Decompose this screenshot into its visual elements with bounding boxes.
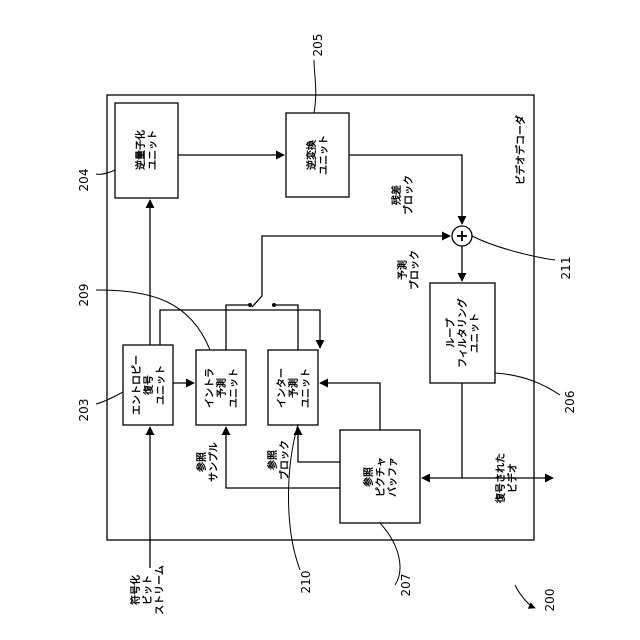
frame-title: ビデオデコーダ (514, 115, 527, 185)
buffer-to-inter-arrow (320, 383, 380, 430)
ref-block-arrow (298, 427, 340, 462)
inter-to-switch-wire (276, 305, 298, 350)
leader-204 (96, 170, 115, 174)
leader-203 (96, 392, 123, 404)
entropy-to-inter-arrow (160, 310, 320, 348)
ref-204: 204 (77, 169, 91, 192)
adder-plus-sign: + (455, 226, 468, 245)
ref-209: 209 (77, 284, 91, 307)
leader-200 (515, 585, 535, 608)
intra-to-switch-wire (226, 305, 248, 350)
ref-205: 205 (311, 34, 325, 57)
mode-switch (252, 296, 262, 307)
switch-node-left (248, 303, 252, 307)
iq-label: 逆量子化ユニット (134, 130, 159, 170)
ref-203: 203 (77, 399, 91, 422)
leader-206 (495, 373, 560, 395)
prediction-label: 予測ブロック (396, 250, 421, 290)
leader-207 (380, 523, 400, 585)
ref-211: 211 (559, 257, 573, 280)
prediction-arrow (262, 236, 450, 296)
bitstream-label: 符号化ビットストリーム (129, 565, 166, 615)
ref-207: 207 (399, 574, 413, 597)
leader-205 (314, 60, 316, 113)
ref-samples-label: 参照サンプル (195, 442, 220, 482)
it-label: 逆変換ユニット (305, 135, 330, 175)
decoded-video-label: 復号されたビデオ (494, 453, 519, 504)
ref-206: 206 (563, 391, 577, 414)
switch-node-right (272, 303, 276, 307)
leader-209 (96, 290, 210, 350)
ref-block-label: 参照ブロック (266, 440, 291, 480)
leader-211 (472, 236, 555, 260)
residual-label: 残差ブロック (390, 175, 415, 215)
ref-210: 210 (299, 571, 313, 594)
figure-number: 200 (543, 589, 557, 612)
